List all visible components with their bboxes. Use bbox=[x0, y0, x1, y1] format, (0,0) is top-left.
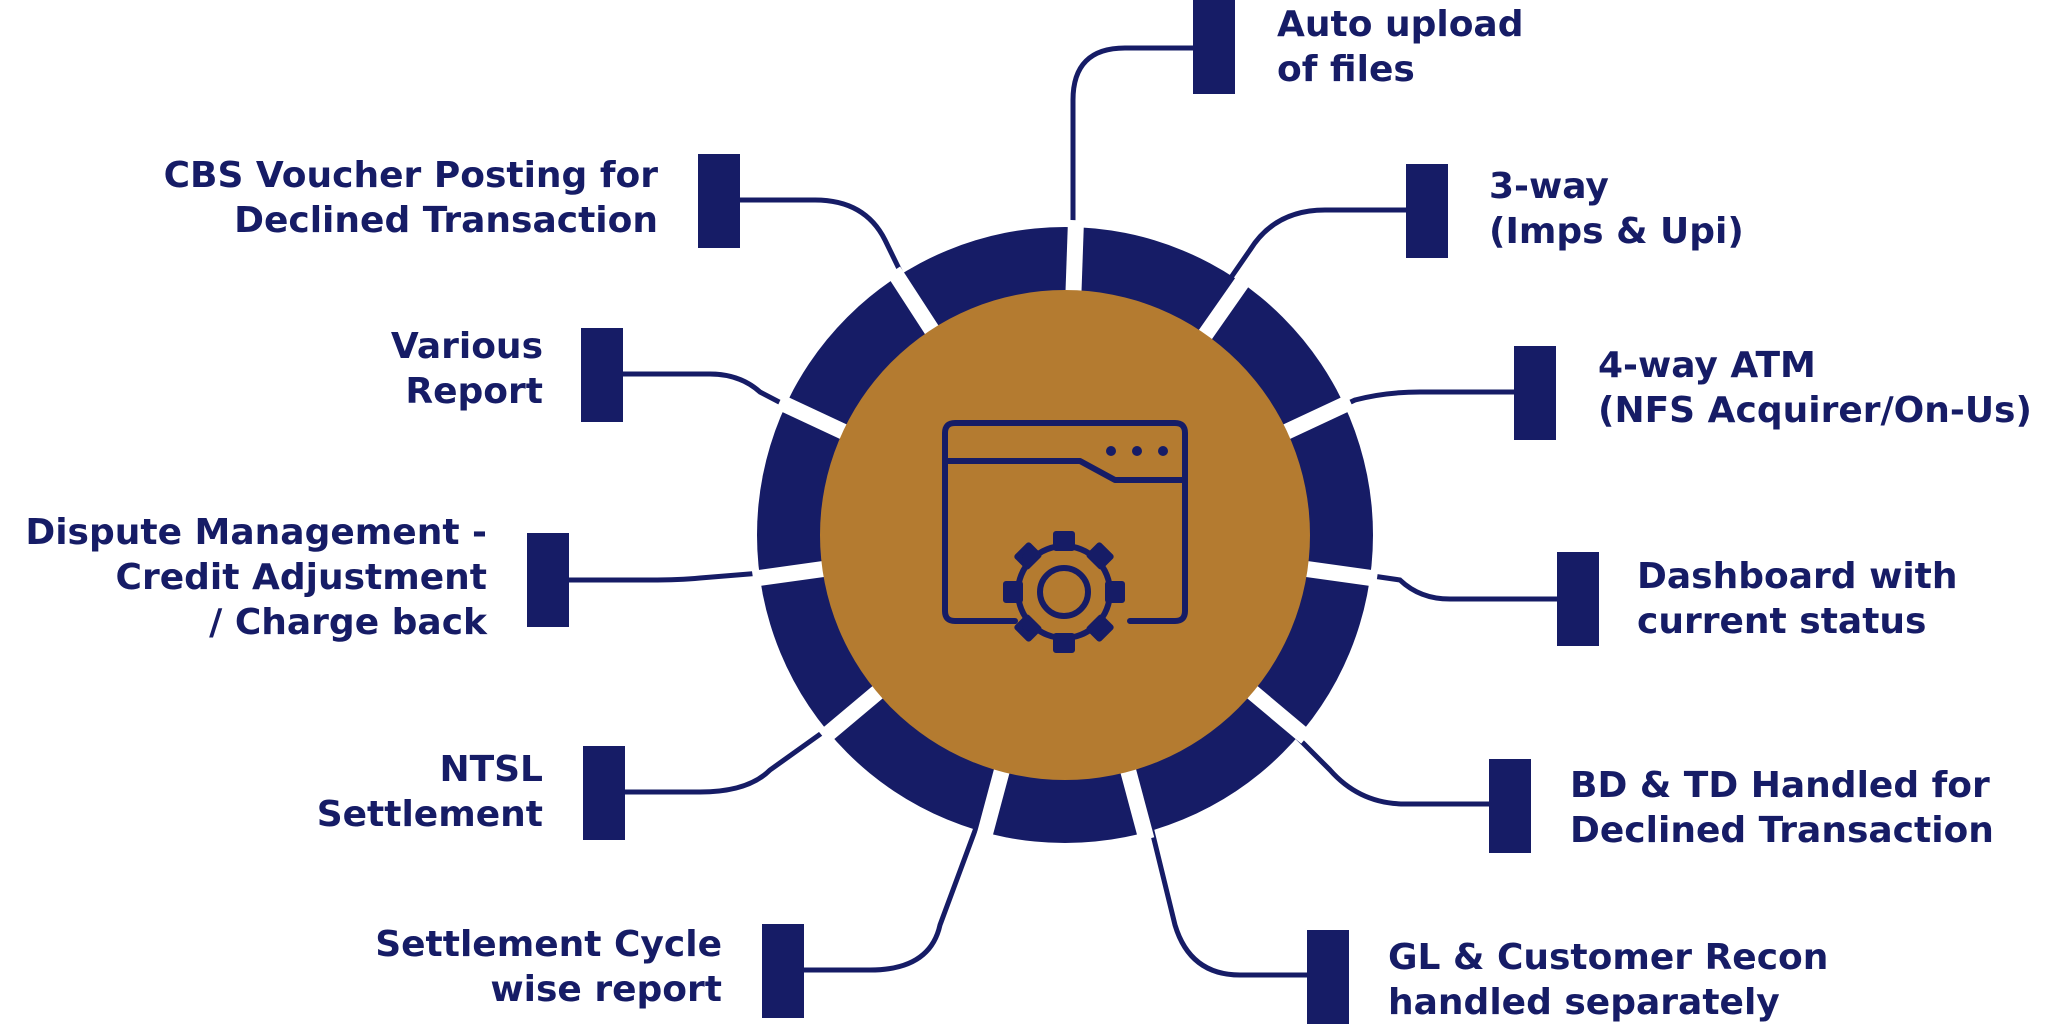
feature-label-line: (NFS Acquirer/On-Us) bbox=[1598, 390, 2032, 431]
browser-window-gear-icon bbox=[942, 420, 1188, 653]
connector-marker-bd-td bbox=[1489, 759, 1531, 853]
connector-marker-various-report bbox=[581, 328, 623, 422]
connector-marker-dashboard bbox=[1557, 552, 1599, 646]
feature-label-line: current status bbox=[1637, 601, 1927, 642]
connector-marker-settlement-cycle bbox=[762, 924, 804, 1018]
connector-line-bd-td bbox=[1258, 698, 1495, 807]
gear-tooth bbox=[1086, 542, 1114, 570]
ring-gaps bbox=[751, 219, 1379, 842]
feature-label-line: Dashboard with bbox=[1637, 556, 1958, 597]
feature-label-line: 4-way ATM bbox=[1598, 345, 1816, 386]
ring-gap bbox=[751, 560, 829, 587]
feature-label-line: Declined Transaction bbox=[1570, 810, 1994, 851]
connector-line-various-report bbox=[623, 371, 831, 431]
ring-gap bbox=[1243, 683, 1312, 744]
connector-line-ntsl-settlement bbox=[622, 697, 870, 795]
connector-line-gl-customer-recon bbox=[1137, 781, 1312, 978]
gear-tooth bbox=[1014, 542, 1042, 570]
ring-gap bbox=[776, 394, 851, 441]
feature-label-line: / Charge back bbox=[209, 602, 487, 643]
feature-label-line: handled separately bbox=[1388, 982, 1780, 1023]
gear-tooth bbox=[1105, 581, 1125, 603]
connector-marker-gl-customer-recon bbox=[1307, 930, 1349, 1024]
feature-label-line: BD & TD Handled for bbox=[1570, 765, 1990, 806]
feature-label-four-way-atm: 4-way ATM(NFS Acquirer/On-Us) bbox=[1598, 343, 2032, 433]
feature-label-three-way: 3-way(Imps & Upi) bbox=[1489, 164, 1744, 254]
ring-gap bbox=[1279, 394, 1354, 441]
connector-line-four-way-atm bbox=[1293, 389, 1518, 431]
connector-marker-ntsl-settlement bbox=[583, 746, 625, 840]
feature-label-line: Declined Transaction bbox=[234, 200, 658, 241]
connector-marker-auto-upload bbox=[1193, 0, 1235, 94]
connector-marker-four-way-atm bbox=[1514, 346, 1556, 440]
connector-lines bbox=[567, 45, 1562, 978]
feature-label-line: 3-way bbox=[1489, 166, 1609, 207]
connector-markers bbox=[527, 0, 1599, 1024]
ring-gap bbox=[1065, 219, 1084, 296]
feature-label-dispute-management: Dispute Management -Credit Adjustment/ C… bbox=[25, 510, 487, 645]
gear-tooth bbox=[1086, 614, 1114, 642]
feature-label-line: of files bbox=[1277, 49, 1415, 90]
gear-tooth bbox=[1003, 581, 1023, 603]
feature-label-line: Various bbox=[390, 326, 543, 367]
feature-label-line: (Imps & Upi) bbox=[1489, 211, 1744, 252]
ring-gap bbox=[975, 764, 1011, 842]
connector-line-dashboard bbox=[1317, 565, 1562, 602]
feature-label-line: CBS Voucher Posting for bbox=[163, 155, 658, 196]
gear-tooth bbox=[1053, 633, 1075, 653]
feature-label-line: Settlement bbox=[316, 794, 543, 835]
ring-gap bbox=[1301, 560, 1379, 587]
connector-marker-dispute-management bbox=[527, 533, 569, 627]
feature-label-line: Credit Adjustment bbox=[115, 557, 487, 598]
connector-line-three-way bbox=[1200, 207, 1412, 320]
feature-label-line: Auto upload bbox=[1277, 4, 1524, 45]
feature-label-line: Settlement Cycle bbox=[375, 924, 722, 965]
feature-label-line: Report bbox=[405, 371, 543, 412]
ring-gap bbox=[1119, 764, 1155, 842]
ring-gap bbox=[1196, 272, 1253, 343]
feature-label-line: GL & Customer Recon bbox=[1388, 937, 1829, 978]
feature-label-line: NTSL bbox=[439, 749, 543, 790]
gear-tooth bbox=[1014, 614, 1042, 642]
connector-line-auto-upload bbox=[1070, 45, 1200, 280]
connector-line-dispute-management bbox=[567, 566, 811, 583]
connector-line-cbs-voucher bbox=[740, 197, 926, 320]
feature-label-line: wise report bbox=[490, 969, 722, 1010]
connector-line-settlement-cycle bbox=[802, 781, 996, 973]
feature-label-line: Dispute Management - bbox=[25, 512, 487, 553]
connector-marker-three-way bbox=[1406, 164, 1448, 258]
gear-tooth bbox=[1053, 531, 1075, 551]
ring-gap bbox=[886, 266, 941, 339]
connector-marker-cbs-voucher bbox=[698, 154, 740, 248]
ring-gap bbox=[818, 683, 887, 744]
